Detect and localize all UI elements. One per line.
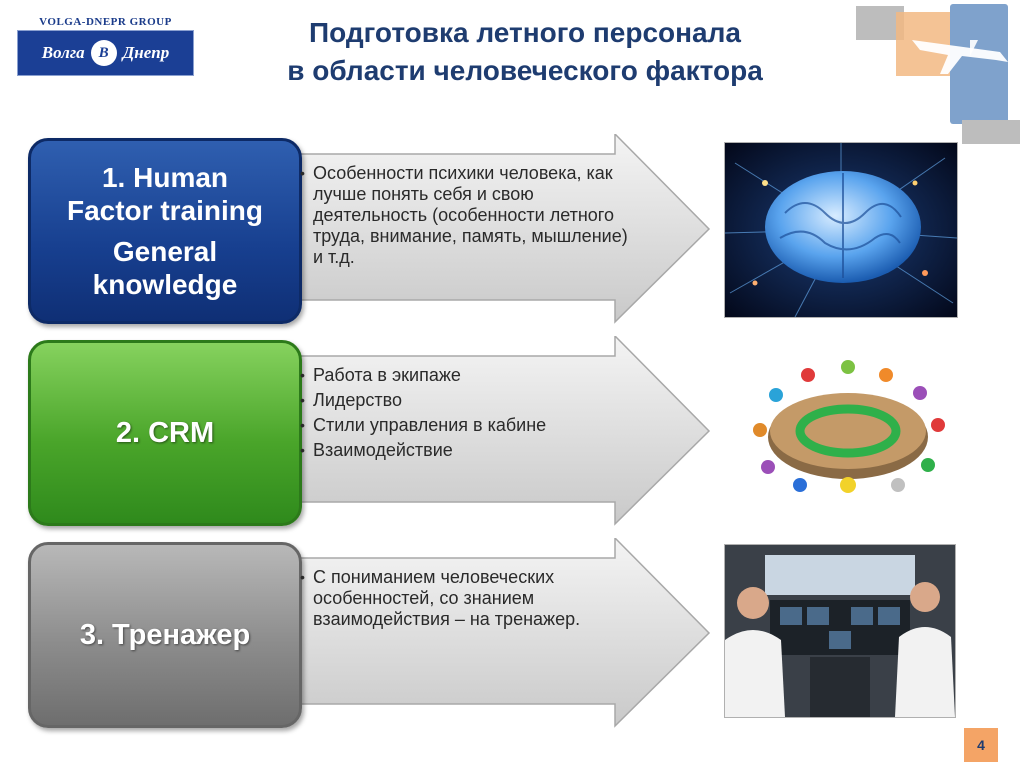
brain-image-icon xyxy=(724,142,958,318)
logo-group-name: VOLGA-DNEPR GROUP xyxy=(39,16,172,28)
bullet-list-2: Работа в экипаже Лидерство Стили управле… xyxy=(300,365,630,465)
bullet-item: Взаимодействие xyxy=(300,440,630,461)
topic-box-human-factor: 1. Human Factor training General knowled… xyxy=(28,138,302,324)
page-number-badge: 4 xyxy=(964,728,998,762)
bullet-item: Лидерство xyxy=(300,390,630,411)
slide-title-line1: Подготовка летного персонала xyxy=(309,17,741,48)
topic-box-1-line3: General xyxy=(112,236,218,267)
bullet-list-3: С пониманием человеческих особенностей, … xyxy=(300,567,630,634)
logo-right-word: Днепр xyxy=(122,43,170,62)
logo-badge: Волга В Днепр xyxy=(17,30,194,76)
logo-emblem-icon: В xyxy=(90,40,117,66)
topic-box-1-line2: Factor training xyxy=(66,195,263,226)
topic-box-simulator: 3. Тренажер xyxy=(28,542,302,728)
topic-box-3-label: 3. Тренажер xyxy=(79,618,251,651)
topic-box-1-line1: 1. Human xyxy=(101,162,229,193)
topic-box-1-line4: knowledge xyxy=(92,269,238,300)
company-logo: VOLGA-DNEPR GROUP Волга В Днепр xyxy=(17,16,194,76)
logo-left-word: Волга xyxy=(41,43,85,62)
topic-box-2-label: 2. CRM xyxy=(115,416,215,449)
bullet-item: Работа в экипаже xyxy=(300,365,630,386)
slide-title-line2: в области человеческого фактора xyxy=(287,55,763,86)
topic-box-crm: 2. CRM xyxy=(28,340,302,526)
bullet-item: С пониманием человеческих особенностей, … xyxy=(300,567,630,630)
slide-title: Подготовка летного персонала в области ч… xyxy=(215,14,835,90)
team-table-image-icon xyxy=(753,360,945,493)
bullet-item: Особенности психики человека, как лучше … xyxy=(300,163,630,268)
bullet-item: Стили управления в кабине xyxy=(300,415,630,436)
airplane-decoration-icon xyxy=(856,4,1020,144)
cockpit-pilots-image-icon xyxy=(724,544,956,718)
bullet-list-1: Особенности психики человека, как лучше … xyxy=(300,163,630,272)
